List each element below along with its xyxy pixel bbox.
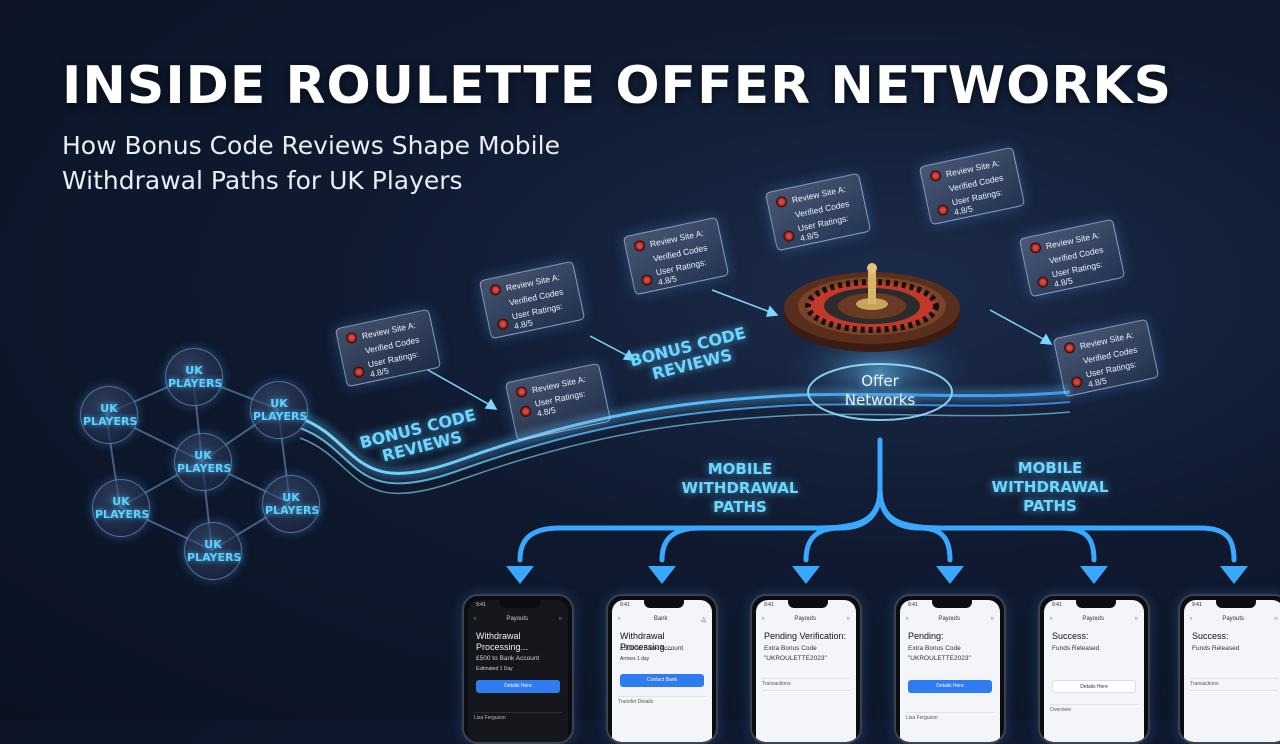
phone-nav-title: Payouts <box>794 616 817 622</box>
player-node: UK PLAYERS <box>92 479 150 537</box>
subtitle-line-1: How Bonus Code Reviews Shape Mobile <box>62 131 560 160</box>
roulette-chip-icon <box>929 169 943 183</box>
back-icon[interactable]: ‹ <box>618 616 620 622</box>
player-node: UK PLAYERS <box>250 381 308 439</box>
phone-action-button[interactable]: Details Here <box>1052 680 1136 693</box>
player-node-label: UK PLAYERS <box>168 364 223 390</box>
phone-status-title: Withdrawal Processing... <box>620 631 673 652</box>
back-icon[interactable]: ‹ <box>762 616 764 622</box>
phone-withdrawal-screen: 9:41 ‹Payouts○ Pending: Extra Bonus Code… <box>894 594 1006 744</box>
player-node-label: UK PLAYERS <box>83 402 138 428</box>
phone-detail-line: Extra Bonus Code <box>764 645 817 652</box>
phone-list-row[interactable]: Transactions <box>1190 678 1278 689</box>
offer-network-ring <box>807 363 953 421</box>
player-node-label: UK PLAYERS <box>187 538 242 564</box>
roulette-chip-icon <box>633 239 647 253</box>
roulette-chip-icon <box>496 317 510 331</box>
phone-status-title: Success: <box>1192 631 1229 641</box>
phone-detail-line: "UKROULETTE2023" <box>908 655 971 662</box>
search-icon[interactable]: ○ <box>990 616 994 622</box>
roulette-chip-icon <box>775 195 789 209</box>
roulette-chip-icon <box>936 203 950 217</box>
player-node: UK PLAYERS <box>174 433 232 491</box>
player-node: UK PLAYERS <box>80 386 138 444</box>
phone-status-title: Success: <box>1052 631 1089 641</box>
roulette-chip-icon <box>515 385 529 399</box>
phone-action-button[interactable]: Contact Bank <box>620 674 704 687</box>
roulette-chip-icon <box>782 229 796 243</box>
player-node-label: UK PLAYERS <box>265 491 320 517</box>
phone-nav-title: Bank <box>653 616 668 622</box>
phone-detail-line: £500 to Bank Account <box>620 645 684 652</box>
phone-list-row[interactable]: Lisa Ferguson <box>474 712 562 723</box>
phone-action-button[interactable]: Details Here <box>908 680 992 693</box>
phone-list-row[interactable] <box>1190 690 1278 701</box>
roulette-chip-icon <box>352 365 366 379</box>
roulette-chip-icon <box>345 331 359 345</box>
phone-list-row[interactable]: Overview <box>1050 704 1138 715</box>
roulette-chip-icon <box>489 283 503 297</box>
phone-withdrawal-screen: 9:41 ‹Bank△ Withdrawal Processing... £50… <box>606 594 718 744</box>
page-subtitle: How Bonus Code Reviews Shape Mobile With… <box>62 128 662 198</box>
phone-detail-line: Funds Released <box>1052 645 1100 652</box>
mobile-withdrawal-paths-label: MOBILE WITHDRAWAL PATHS <box>991 459 1109 515</box>
phone-list-row[interactable]: Transactions <box>762 678 850 689</box>
search-icon[interactable]: ○ <box>558 616 562 622</box>
withdrawal-arrowheads <box>506 566 1248 584</box>
player-node-label: UK PLAYERS <box>253 397 308 423</box>
phone-detail-line: Estimated 1 Day <box>476 666 513 672</box>
player-node: UK PLAYERS <box>184 522 242 580</box>
phone-status-title: Pending: <box>908 631 944 641</box>
subtitle-line-2: Withdrawal Paths for UK Players <box>62 166 463 195</box>
phone-nav-title: Payouts <box>1082 616 1105 622</box>
back-icon[interactable]: ‹ <box>1050 616 1052 622</box>
mobile-withdrawal-paths-label: MOBILE WITHDRAWAL PATHS <box>681 460 799 516</box>
phone-detail-line: "UKROULETTE2023" <box>764 655 827 662</box>
phone-list-row[interactable] <box>762 690 850 701</box>
offer-networks-label: Offer Networks <box>844 372 916 409</box>
phone-detail-line: £500 to Bank Account <box>476 655 540 662</box>
back-icon[interactable]: ‹ <box>474 616 476 622</box>
bell-icon[interactable]: △ <box>701 616 706 623</box>
phone-action-button[interactable]: Details Here <box>476 680 560 693</box>
player-node: UK PLAYERS <box>262 475 320 533</box>
phone-nav-title: Payouts <box>1222 616 1245 622</box>
roulette-chip-icon <box>1036 275 1050 289</box>
phone-list-row[interactable]: Lisa Ferguson <box>906 712 994 723</box>
search-icon[interactable]: ○ <box>846 616 850 622</box>
phone-withdrawal-screen: 9:41 ‹Payouts○ Pending Verification: Ext… <box>750 594 862 744</box>
phone-list-row[interactable]: Transfer Details <box>618 696 706 707</box>
roulette-chip-icon <box>1029 241 1043 255</box>
phone-withdrawal-screen: 9:41 ‹Payouts○ Success: Funds Released T… <box>1178 594 1280 744</box>
page-title: INSIDE ROULETTE OFFER NETWORKS <box>62 56 1173 116</box>
phone-status-title: Withdrawal Processing... <box>476 631 529 652</box>
phone-detail-line: Funds Released <box>1192 645 1240 652</box>
search-icon[interactable]: ○ <box>1274 616 1278 622</box>
flow-diagram <box>105 289 1248 584</box>
roulette-chip-icon <box>640 273 654 287</box>
search-icon[interactable]: ○ <box>1134 616 1138 622</box>
phone-status-title: Pending Verification: <box>764 631 847 641</box>
card-arrows <box>427 289 1053 410</box>
roulette-wheel-icon <box>784 263 960 352</box>
back-icon[interactable]: ‹ <box>1190 616 1192 622</box>
player-node-label: UK PLAYERS <box>177 449 232 475</box>
roulette-chip-icon <box>1070 375 1084 389</box>
phone-nav-title: Payouts <box>506 616 529 622</box>
phone-nav-title: Payouts <box>938 616 961 622</box>
phone-withdrawal-screen: 9:41 ‹Payouts○ Withdrawal Processing... … <box>462 594 574 744</box>
player-node: UK PLAYERS <box>165 348 223 406</box>
withdrawal-tree <box>517 437 1237 563</box>
player-node-label: UK PLAYERS <box>95 495 150 521</box>
phone-detail-line: Extra Bonus Code <box>908 645 961 652</box>
phone-withdrawal-screen: 9:41 ‹Payouts○ Success: Funds Released D… <box>1038 594 1150 744</box>
phone-detail-line: Arrives 1 day <box>620 656 650 662</box>
roulette-chip-icon <box>1063 341 1077 355</box>
roulette-chip-icon <box>519 404 533 418</box>
back-icon[interactable]: ‹ <box>906 616 908 622</box>
